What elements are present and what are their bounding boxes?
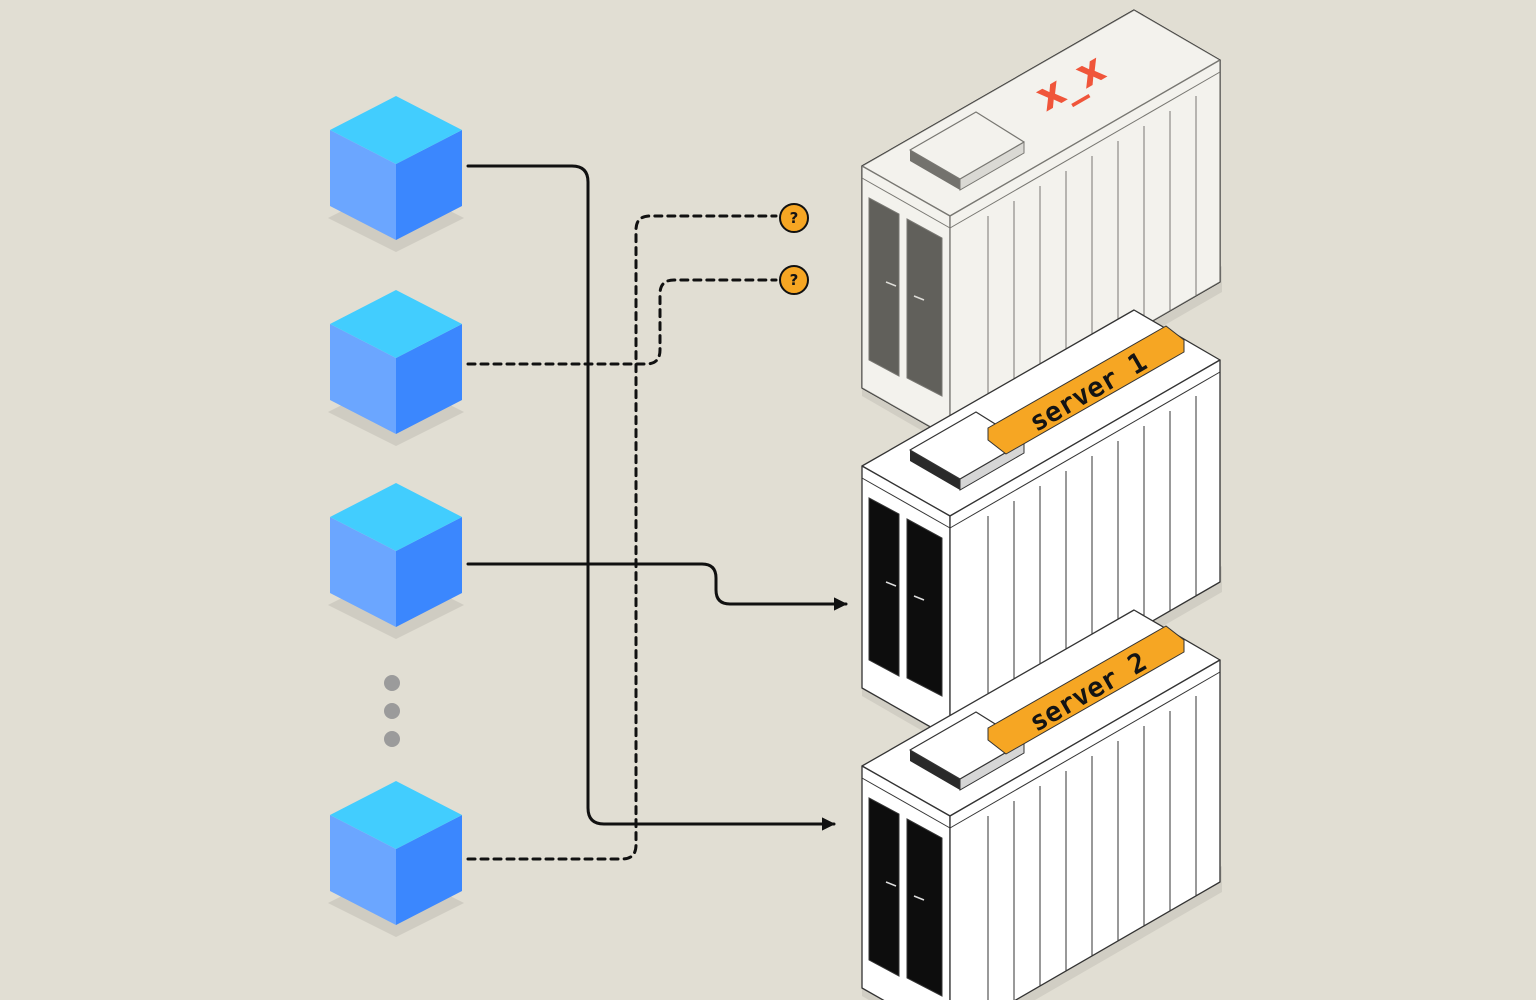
- client-cube-1: [328, 96, 464, 252]
- question-marker-2: ?: [779, 265, 809, 295]
- failed-connection-client-2: [466, 278, 778, 366]
- client-cube-2: [328, 290, 464, 446]
- vertical-ellipsis-icon: [384, 675, 400, 747]
- question-mark-icon: ?: [790, 271, 799, 289]
- question-marker-1: ?: [779, 203, 809, 233]
- server-2: server 2: [861, 609, 1223, 1000]
- client-cube-4: [328, 781, 464, 937]
- connection-lines: [466, 164, 848, 861]
- connection-client-1-to-server-2: [466, 164, 836, 831]
- connection-client-3-to-server-1: [466, 562, 848, 611]
- server-1: server 1: [861, 309, 1223, 749]
- question-mark-icon: ?: [790, 209, 799, 227]
- failed-connection-client-4: [466, 214, 778, 861]
- client-cube-3: [328, 483, 464, 639]
